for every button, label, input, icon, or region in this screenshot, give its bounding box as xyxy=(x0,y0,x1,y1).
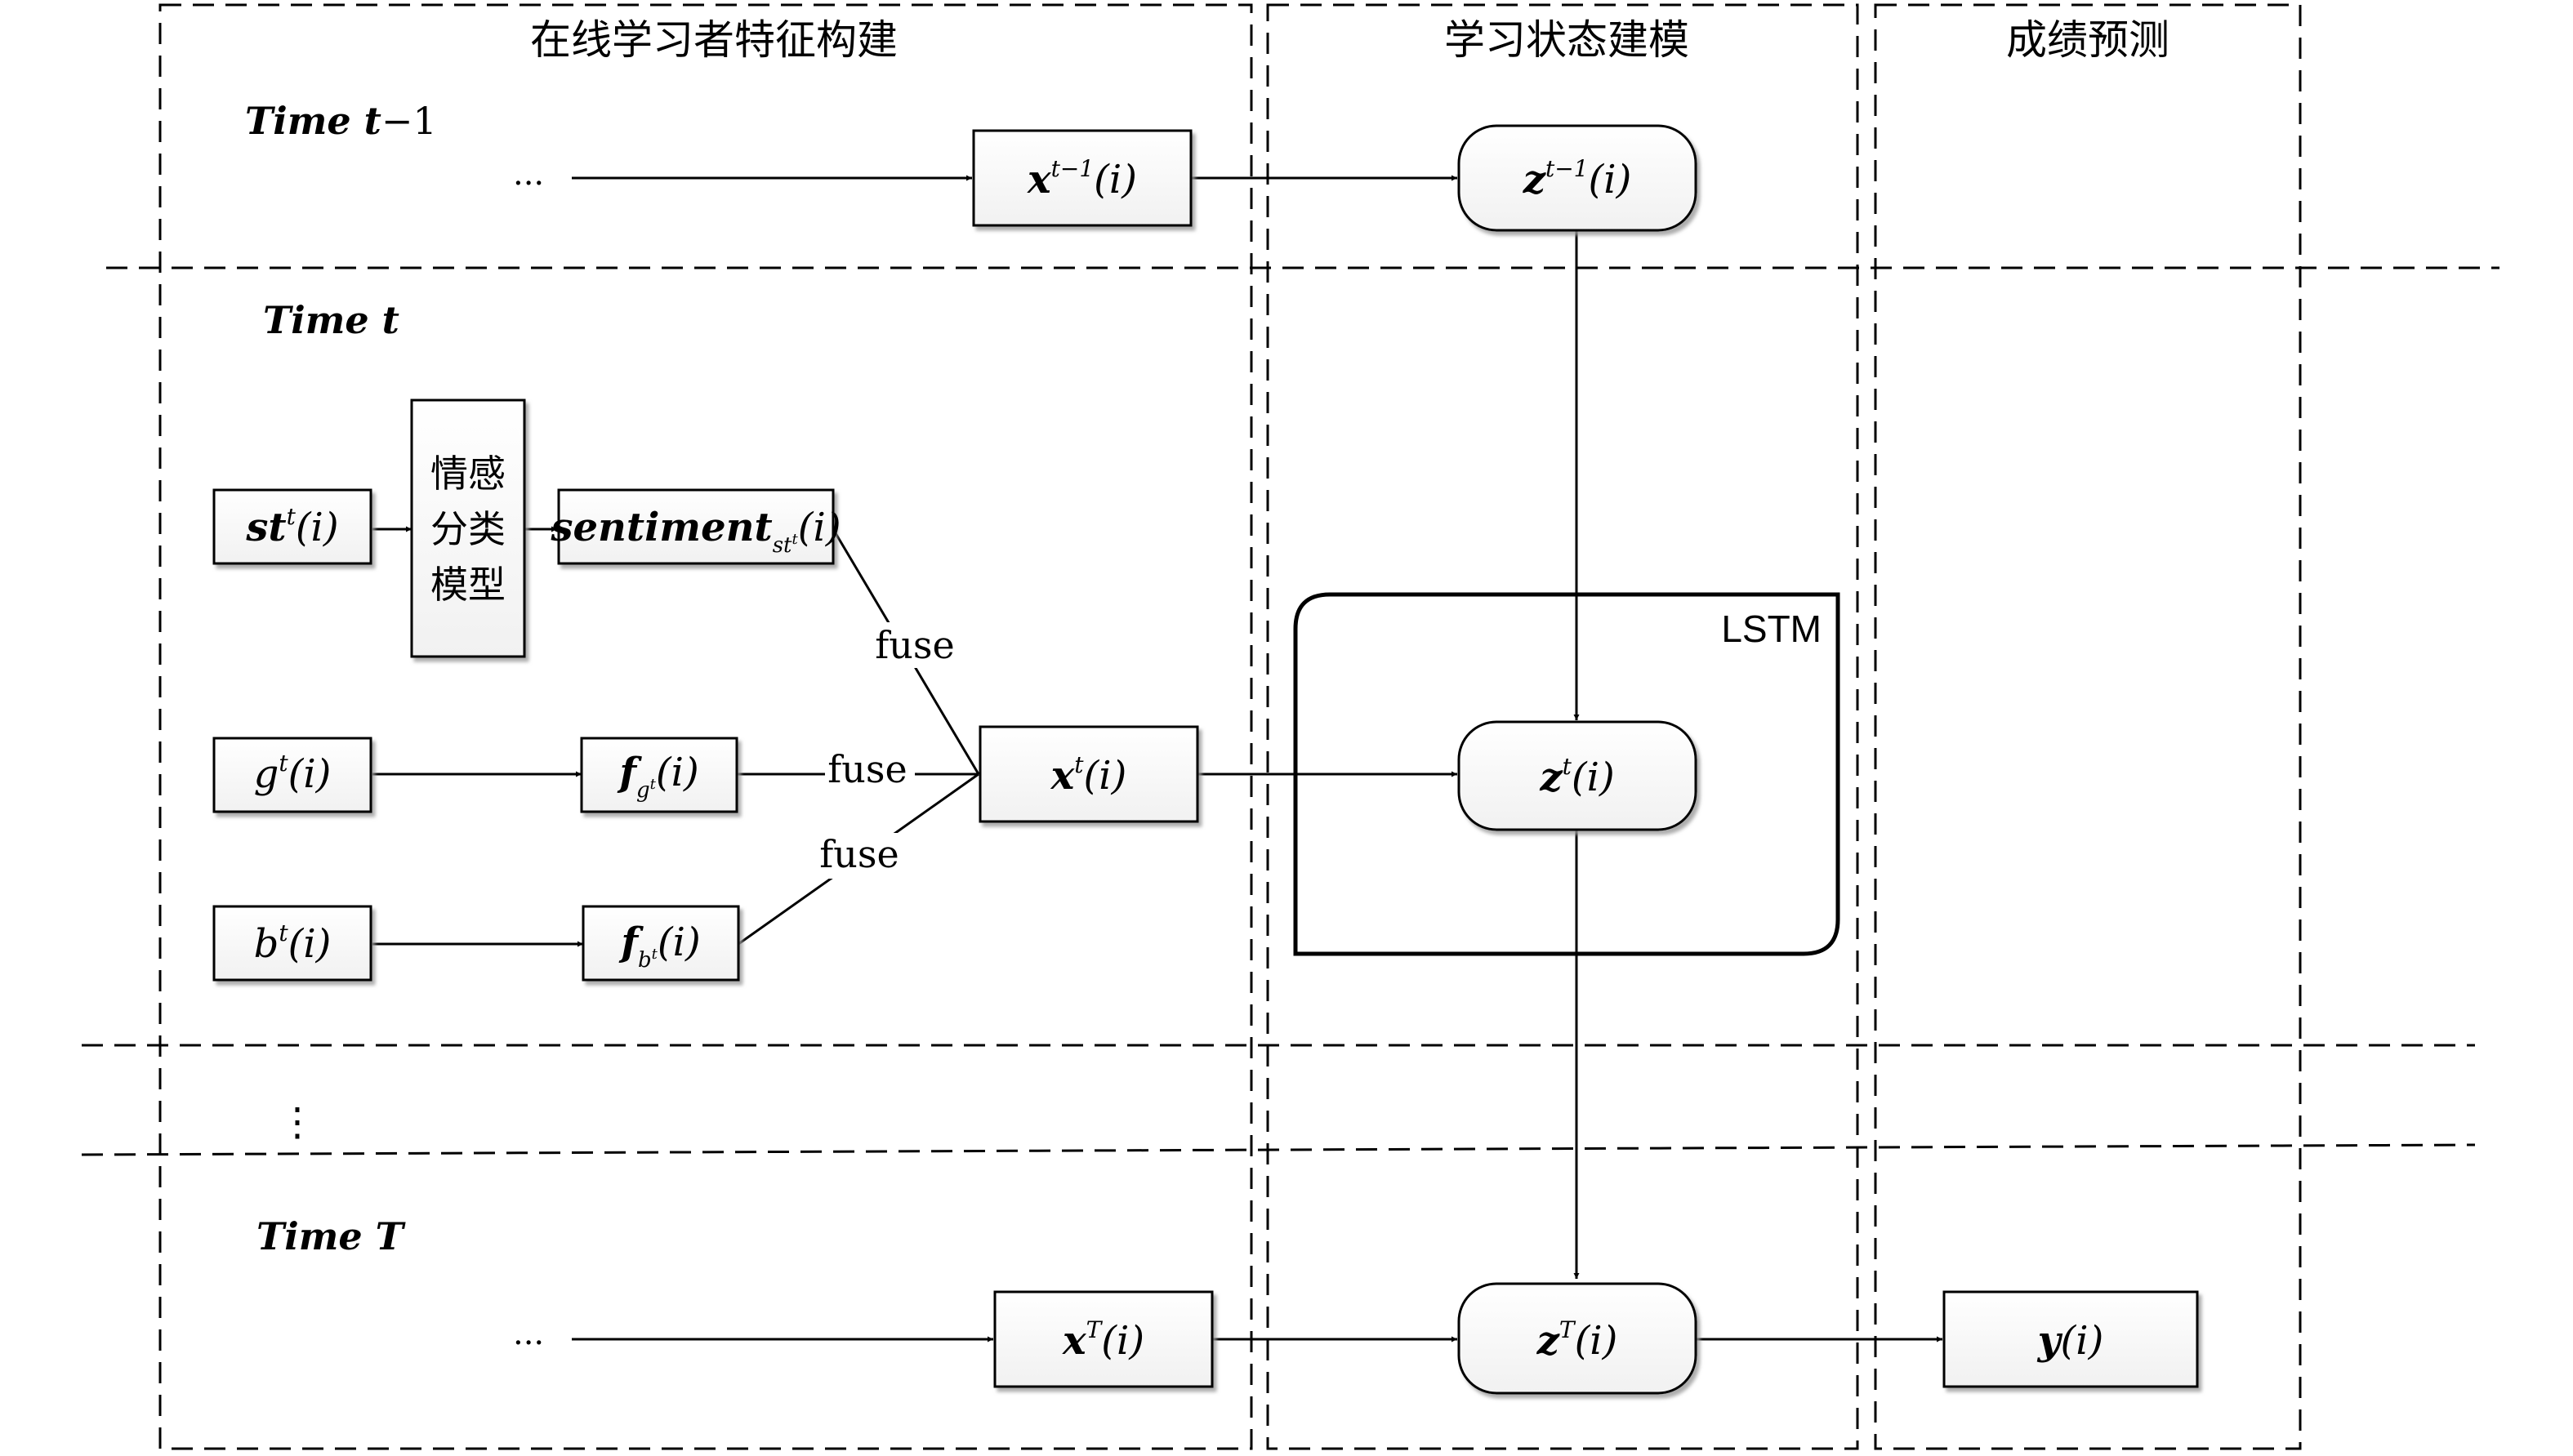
ellipsis-top: ... xyxy=(513,155,544,193)
node-g: gt(i) xyxy=(254,750,332,797)
connectors xyxy=(372,175,1942,1342)
node-sentiment: sentimentstt(i) xyxy=(550,505,841,558)
nodes: xt−1(i) stt(i) 情感 分类 模型 sentimentstt(i) … xyxy=(212,124,2199,1395)
node-g-box xyxy=(212,737,372,813)
fuse-label-bot-bg xyxy=(817,833,899,879)
sentiment-model-line-2: 分类 xyxy=(430,507,506,551)
node-y-box xyxy=(1942,1290,2199,1388)
node-z-t-minus-1: zt−1(i) xyxy=(1523,155,1632,203)
dashed-frames xyxy=(81,3,2499,1450)
sentiment-model-box xyxy=(410,399,526,658)
fuse-label-top: fuse xyxy=(875,623,954,667)
node-y: y(i) xyxy=(2037,1318,2104,1364)
node-z-T-box xyxy=(1457,1282,1697,1395)
node-fg: fgt(i) xyxy=(617,750,698,803)
lstm-label: LSTM xyxy=(1721,608,1822,650)
sentiment-model-line-1: 情感 xyxy=(430,452,506,496)
ellipsis-bottom: ... xyxy=(513,1315,544,1352)
node-x-t-box xyxy=(979,725,1199,823)
sentiment-model-line-3: 模型 xyxy=(430,563,506,607)
node-x-T-box xyxy=(993,1290,1214,1388)
node-st-box xyxy=(212,488,372,565)
node-z-t-box xyxy=(1457,720,1697,831)
row-label-time-T: Time T xyxy=(256,1214,407,1258)
node-fb: fbt(i) xyxy=(618,919,700,973)
node-x-t: xt(i) xyxy=(1050,751,1127,799)
fuse-label-bot: fuse xyxy=(819,832,899,876)
lstm-block xyxy=(1293,592,1840,956)
node-b-box xyxy=(212,905,372,982)
feature-column-title: 在线学习者特征构建 xyxy=(530,16,898,64)
node-x-t-minus-1: xt−1(i) xyxy=(1027,155,1137,203)
row-separator-3 xyxy=(81,1143,2476,1156)
predict-column-frame xyxy=(1874,3,2302,1450)
row-label-time-t: Time t xyxy=(263,298,399,342)
node-fg-box xyxy=(580,737,738,813)
node-x-t-minus-1-box xyxy=(972,129,1193,227)
fuse-label-top-bg xyxy=(876,622,957,668)
node-st: stt(i) xyxy=(245,503,338,550)
ellipsis-vertical: ⋮ xyxy=(278,1099,317,1145)
node-z-t-minus-1-box xyxy=(1457,124,1697,232)
feature-column-frame xyxy=(158,3,1253,1450)
state-column-title: 学习状态建模 xyxy=(1444,16,1689,64)
fuse-label-mid: fuse xyxy=(827,747,907,791)
node-b: bt(i) xyxy=(254,919,332,967)
row-label-time-t-minus-1: Time t−1 xyxy=(245,99,437,143)
node-sentiment-box xyxy=(557,488,835,565)
node-fb-box xyxy=(582,905,740,982)
node-z-T: zT(i) xyxy=(1536,1316,1618,1364)
node-x-T: xT(i) xyxy=(1062,1316,1144,1364)
node-z-t: zt(i) xyxy=(1539,753,1614,800)
state-column-frame xyxy=(1266,3,1859,1450)
predict-column-title: 成绩预测 xyxy=(2006,16,2169,64)
